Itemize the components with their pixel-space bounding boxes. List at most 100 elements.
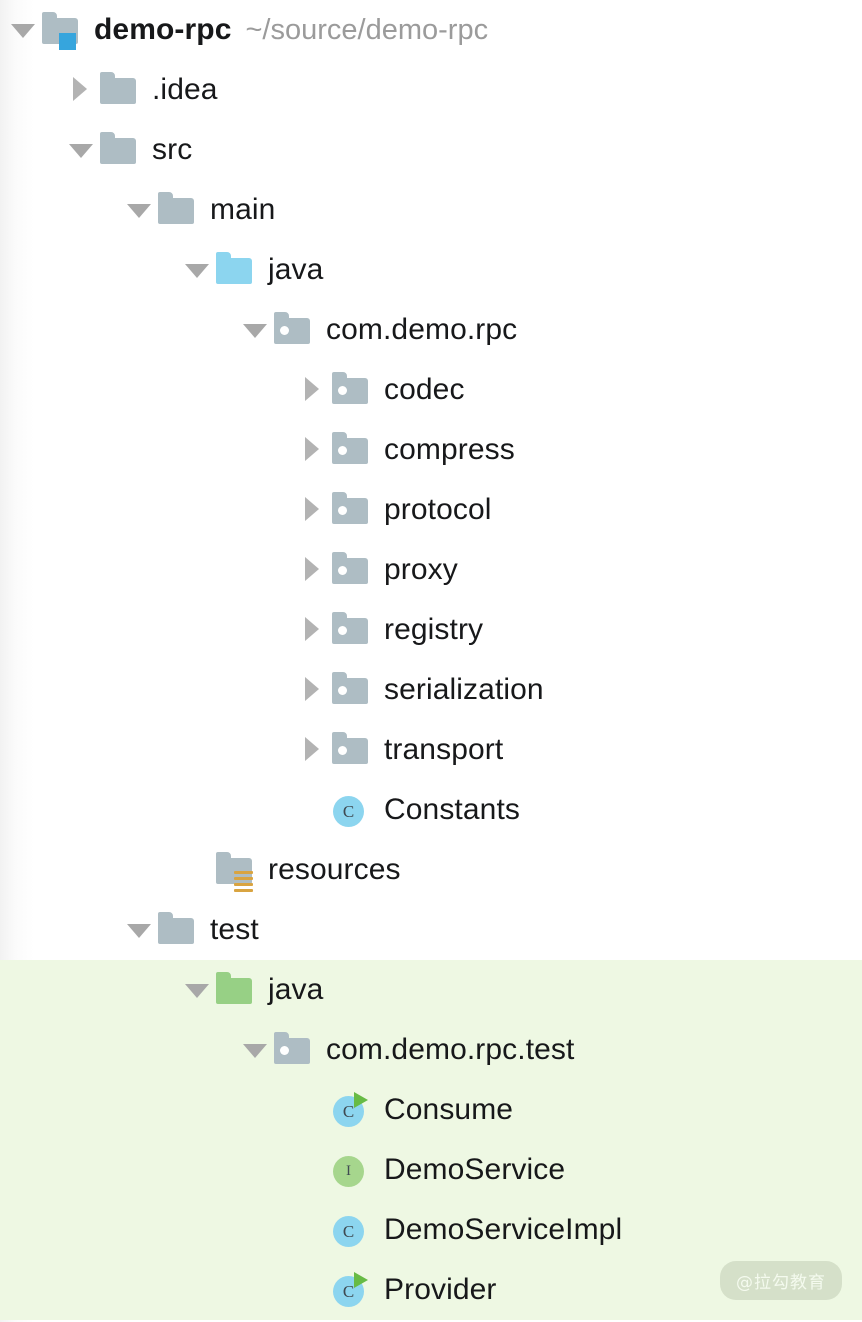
package-icon bbox=[274, 1032, 310, 1064]
twisty-spacer bbox=[296, 780, 330, 840]
package-icon bbox=[332, 612, 368, 644]
folder-icon bbox=[98, 69, 140, 111]
chevron-right-icon[interactable] bbox=[296, 600, 330, 660]
tree-row-label: main bbox=[210, 193, 276, 226]
tree-row-label: proxy bbox=[384, 553, 458, 586]
tree-row-main-java[interactable]: java bbox=[0, 240, 862, 300]
tree-row-label: DemoServiceImpl bbox=[384, 1213, 623, 1246]
package-icon bbox=[330, 609, 372, 651]
tree-row-provider[interactable]: C Provider bbox=[0, 1260, 862, 1320]
class-icon: C bbox=[330, 1269, 372, 1311]
tree-row-com-demo-rpc[interactable]: com.demo.rpc bbox=[0, 300, 862, 360]
run-badge-icon bbox=[354, 1092, 368, 1108]
run-badge-icon bbox=[354, 1272, 368, 1288]
chevron-right-icon[interactable] bbox=[296, 720, 330, 780]
package-icon bbox=[332, 492, 368, 524]
tree-row-com-demo-rpc-test[interactable]: com.demo.rpc.test bbox=[0, 1020, 862, 1080]
package-icon bbox=[272, 1029, 314, 1071]
tree-row-demo-rpc[interactable]: demo-rpc ~/source/demo-rpc bbox=[0, 0, 862, 60]
tree-row-label: codec bbox=[384, 373, 465, 406]
tree-row-label: transport bbox=[384, 733, 504, 766]
tree-row-transport[interactable]: transport bbox=[0, 720, 862, 780]
tree-row-codec[interactable]: codec bbox=[0, 360, 862, 420]
chevron-down-icon[interactable] bbox=[122, 180, 156, 240]
package-icon bbox=[330, 429, 372, 471]
tree-row-resources[interactable]: resources bbox=[0, 840, 862, 900]
class-icon: C bbox=[333, 1216, 364, 1247]
chevron-down-icon[interactable] bbox=[238, 300, 272, 360]
resources-badge-icon bbox=[234, 871, 253, 892]
chevron-down-icon[interactable] bbox=[6, 0, 40, 60]
tree-row-registry[interactable]: registry bbox=[0, 600, 862, 660]
tree-row-consume[interactable]: C Consume bbox=[0, 1080, 862, 1140]
tree-row-test-java[interactable]: java bbox=[0, 960, 862, 1020]
module-folder-icon bbox=[40, 9, 82, 51]
chevron-right-icon[interactable] bbox=[64, 60, 98, 120]
interface-icon: I bbox=[330, 1149, 372, 1191]
package-icon bbox=[272, 309, 314, 351]
package-icon bbox=[332, 552, 368, 584]
tree-row-proxy[interactable]: proxy bbox=[0, 540, 862, 600]
folder-icon bbox=[156, 189, 198, 231]
class-icon: C bbox=[330, 789, 372, 831]
package-icon bbox=[330, 489, 372, 531]
tree-row-label: serialization bbox=[384, 673, 544, 706]
twisty-spacer bbox=[296, 1260, 330, 1320]
tree-row-serialization[interactable]: serialization bbox=[0, 660, 862, 720]
tree-row-demoservice[interactable]: I DemoService bbox=[0, 1140, 862, 1200]
tree-row-label: .idea bbox=[152, 73, 218, 106]
chevron-down-icon[interactable] bbox=[238, 1020, 272, 1080]
resources-folder-icon bbox=[214, 849, 256, 892]
tree-row-test[interactable]: test bbox=[0, 900, 862, 960]
folder-icon bbox=[158, 192, 194, 224]
twisty-spacer bbox=[296, 1140, 330, 1200]
chevron-right-icon[interactable] bbox=[296, 420, 330, 480]
folder-icon bbox=[98, 129, 140, 171]
package-icon bbox=[332, 672, 368, 704]
tree-row-label: compress bbox=[384, 433, 515, 466]
package-icon bbox=[332, 432, 368, 464]
tree-row-path: ~/source/demo-rpc bbox=[245, 13, 489, 46]
package-icon bbox=[330, 669, 372, 711]
tree-row-label: protocol bbox=[384, 493, 492, 526]
package-icon bbox=[330, 369, 372, 411]
chevron-right-icon[interactable] bbox=[296, 480, 330, 540]
source-folder-icon bbox=[216, 252, 252, 284]
tree-row-protocol[interactable]: protocol bbox=[0, 480, 862, 540]
chevron-right-icon[interactable] bbox=[296, 540, 330, 600]
class-icon: C bbox=[330, 1089, 372, 1131]
interface-icon: I bbox=[333, 1156, 364, 1187]
chevron-down-icon[interactable] bbox=[122, 900, 156, 960]
tree-row-demoserviceimpl[interactable]: C DemoServiceImpl bbox=[0, 1200, 862, 1260]
twisty-spacer bbox=[296, 1200, 330, 1260]
folder-icon bbox=[156, 909, 198, 951]
tree-row-label: java bbox=[268, 973, 324, 1006]
tree-row-label: demo-rpc bbox=[94, 13, 232, 46]
source-folder-icon bbox=[214, 249, 256, 291]
package-icon bbox=[332, 732, 368, 764]
twisty-spacer bbox=[296, 1080, 330, 1140]
package-icon bbox=[330, 549, 372, 591]
tree-row-label: Consume bbox=[384, 1093, 514, 1126]
chevron-down-icon[interactable] bbox=[64, 120, 98, 180]
tree-row-label: test bbox=[210, 913, 259, 946]
tree-row-label: src bbox=[152, 133, 193, 166]
folder-icon bbox=[100, 72, 136, 104]
tree-row-compress[interactable]: compress bbox=[0, 420, 862, 480]
tree-row-src[interactable]: src bbox=[0, 120, 862, 180]
module-badge-icon bbox=[59, 33, 76, 50]
tree-row-label: Provider bbox=[384, 1273, 497, 1306]
tree-row-main[interactable]: main bbox=[0, 180, 862, 240]
chevron-right-icon[interactable] bbox=[296, 360, 330, 420]
tree-row-idea[interactable]: .idea bbox=[0, 60, 862, 120]
class-icon: C bbox=[330, 1209, 372, 1251]
tree-row-label: DemoService bbox=[384, 1153, 566, 1186]
folder-icon bbox=[100, 132, 136, 164]
test-source-folder-icon bbox=[216, 972, 252, 1004]
chevron-down-icon[interactable] bbox=[180, 960, 214, 1020]
package-icon bbox=[274, 312, 310, 344]
chevron-down-icon[interactable] bbox=[180, 240, 214, 300]
chevron-right-icon[interactable] bbox=[296, 660, 330, 720]
